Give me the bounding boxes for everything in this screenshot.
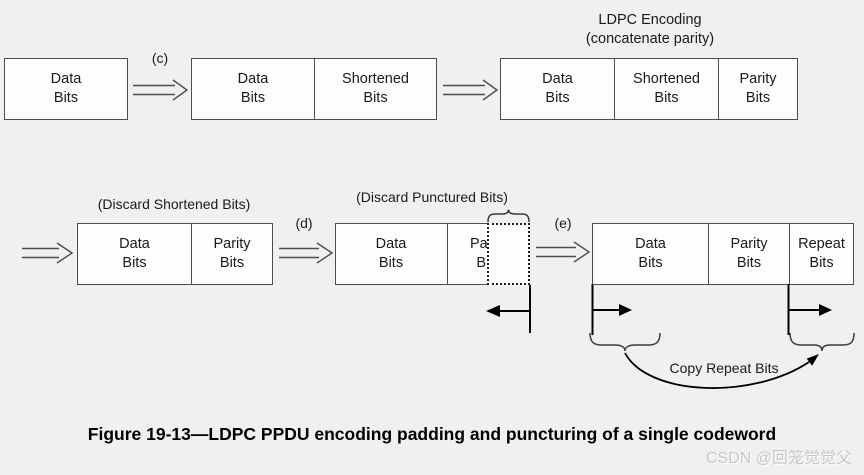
box-cell-data-bits: Data Bits	[237, 71, 269, 106]
box-cell-repeat-bits: Repeat Bits	[789, 224, 853, 284]
step-c-label: (c)	[151, 50, 169, 66]
shortened-box: Data Bits Shortened Bits	[191, 58, 437, 120]
box-cell-data-bits: Data Bits	[542, 71, 573, 106]
repeated-box: Data Bits Parity Bits Repeat Bits	[592, 223, 854, 285]
repeat-dest-pointer-line	[787, 284, 820, 335]
box-cell-parity-bits: Parity Bits	[191, 224, 272, 284]
csdn-watermark: CSDN @回笼觉觉父	[705, 450, 852, 467]
step-e-label: (e)	[554, 215, 572, 231]
box-cell-shortened-bits: Shortened Bits	[614, 59, 718, 119]
repeat-source-pointer-line	[591, 284, 620, 335]
discard-shortened-box: Data Bits Parity Bits	[77, 223, 273, 285]
flow-arrow-d	[279, 242, 334, 264]
box-cell-parity-bits: Parity Bits	[708, 224, 789, 284]
discarded-punctured-bits-dotted-box	[487, 223, 530, 285]
box-cell-data-bits: Data Bits	[50, 71, 82, 106]
punctured-box: Data Bits Parity Bits	[335, 223, 530, 285]
box-cell-data-bits: Data Bits	[119, 236, 150, 271]
repeat-dest-arrowhead	[819, 304, 832, 316]
punctured-pointer-line	[499, 285, 531, 333]
box-cell-data-bits: Data Bits	[375, 236, 407, 271]
flow-arrow-to-encoder	[443, 79, 499, 101]
punctured-pointer-arrowhead	[486, 305, 500, 317]
repeat-source-underbrace	[589, 332, 661, 352]
box-cell-data-bits: Data Bits	[635, 236, 666, 271]
flow-arrow-e	[536, 241, 591, 263]
encoded-box: Data Bits Shortened Bits Parity Bits	[500, 58, 798, 120]
repeat-dest-underbrace	[789, 332, 855, 352]
cell-divider	[447, 223, 448, 285]
flow-arrow-incoming	[22, 242, 74, 264]
ldpc-encoding-label: LDPC Encoding (concatenate parity)	[585, 12, 715, 47]
repeat-source-arrowhead	[619, 304, 632, 316]
punctured-box-solid-part	[335, 223, 487, 285]
discard-punctured-label: (Discard Punctured Bits)	[356, 189, 508, 205]
punctured-bits-overbrace	[487, 209, 530, 223]
step-d-label: (d)	[295, 215, 313, 231]
input-data-bits-box: Data Bits	[4, 58, 128, 120]
box-cell-parity-bits: Parity Bits	[718, 59, 797, 119]
figure-caption: Figure 19-13—LDPC PPDU encoding padding …	[87, 424, 777, 444]
box-cell-shortened-bits: Shortened Bits	[314, 59, 436, 119]
flow-arrow-c	[133, 79, 189, 101]
discard-shortened-label: (Discard Shortened Bits)	[97, 196, 251, 212]
copy-repeat-bits-label: Copy Repeat Bits	[669, 360, 779, 376]
